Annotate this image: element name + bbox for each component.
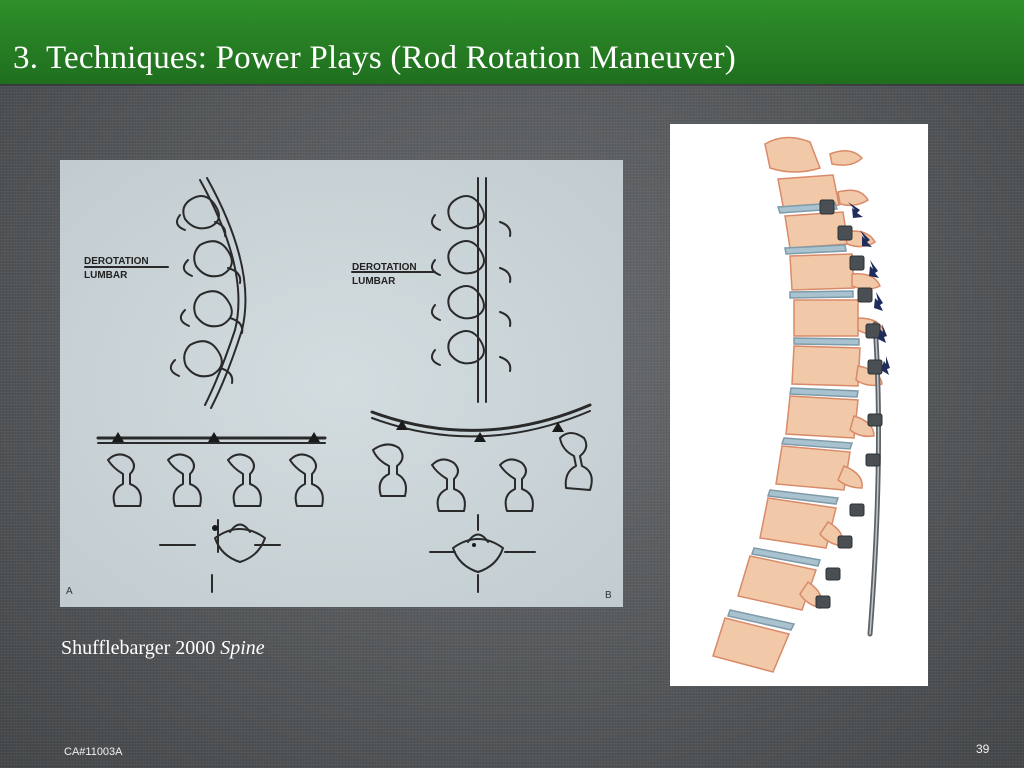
caption-author: Shufflebarger 2000 <box>61 637 221 659</box>
title-bar: 3. Techniques: Power Plays (Rod Rotation… <box>0 0 1024 84</box>
footer-case-id: CA#11003A <box>64 746 123 758</box>
derotation-diagram-drawing: DEROTATION LUMBAR DEROTATION LUMBAR A B <box>66 177 612 601</box>
spine-illustration-drawing <box>712 136 890 673</box>
panel-a-label-line2: LUMBAR <box>84 270 128 281</box>
figure-caption: Shufflebarger 2000 Spine <box>61 637 265 660</box>
spine-illustration-image <box>670 124 928 686</box>
panel-b-label-line1: DEROTATION <box>352 262 417 273</box>
panel-b-letter: B <box>605 590 612 601</box>
slide-number: 39 <box>976 742 990 756</box>
panel-b-label-line2: LUMBAR <box>352 276 396 287</box>
panel-a-label-line1: DEROTATION <box>84 256 149 267</box>
panel-a-letter: A <box>66 586 73 597</box>
slide-title: 3. Techniques: Power Plays (Rod Rotation… <box>13 40 736 76</box>
caption-journal: Spine <box>220 637 265 659</box>
derotation-diagram-image: DEROTATION LUMBAR DEROTATION LUMBAR A B <box>60 160 623 607</box>
